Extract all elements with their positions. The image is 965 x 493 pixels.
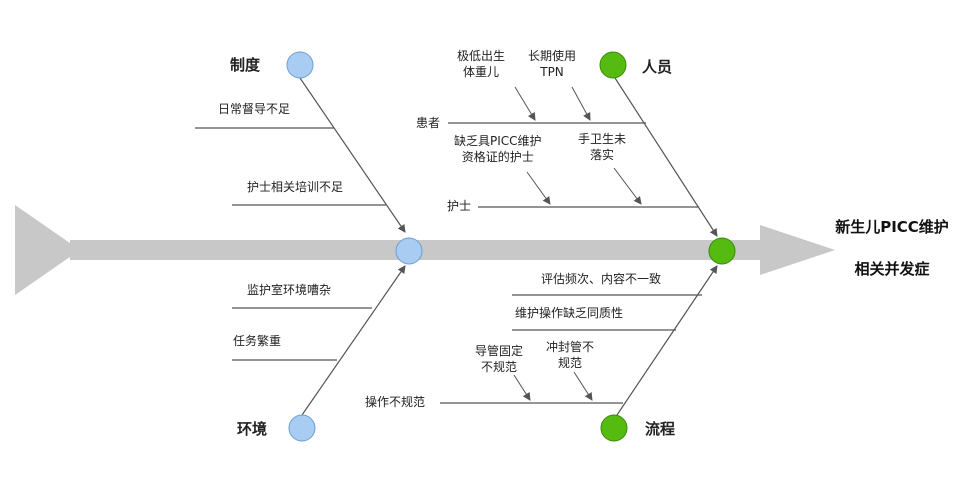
problem-title-line2: 相关并发症 xyxy=(854,260,930,278)
cause-process-2: 维护操作缺乏同质性 xyxy=(515,306,624,320)
cause-nurse-a: 缺乏具PICC维护 资格证的护士 xyxy=(454,133,542,165)
node-spine-center xyxy=(395,237,423,265)
cause-env-2: 任务繁重 xyxy=(233,334,282,348)
cause-patient-b-text: 长期使用 TPN xyxy=(528,49,577,79)
cause-env-1: 监护室环境嘈杂 xyxy=(247,283,332,297)
arrow-patient-b xyxy=(571,86,591,121)
arrow-process-op-b xyxy=(573,371,593,401)
category-process: 流程 xyxy=(645,420,676,438)
cause-patient: 患者 xyxy=(416,116,441,130)
bone-process xyxy=(616,265,718,416)
category-environment: 环境 xyxy=(237,420,268,438)
cause-process-op: 操作不规范 xyxy=(365,395,426,409)
arrow-nurse-b xyxy=(613,167,642,205)
node-people xyxy=(599,51,627,79)
cause-system-1: 日常督导不足 xyxy=(218,102,291,116)
node-spine-head xyxy=(708,237,736,265)
category-people: 人员 xyxy=(642,58,673,76)
cause-nurse-b: 手卫生未 落实 xyxy=(578,131,626,163)
spine-arrowhead xyxy=(760,225,835,275)
node-process xyxy=(600,414,628,442)
cause-process-1: 评估频次、内容不一致 xyxy=(541,272,662,286)
problem-title-line1: 新生儿PICC维护 xyxy=(835,218,949,236)
cause-process-op-a-text: 导管固定 不规范 xyxy=(475,344,524,374)
bone-environment xyxy=(301,265,406,416)
cause-patient-a: 极低出生 体重儿 xyxy=(457,48,505,80)
cause-process-op-b-text: 冲封管不 规范 xyxy=(546,340,595,370)
category-system: 制度 xyxy=(230,56,261,74)
node-environment xyxy=(288,414,316,442)
cause-patient-b: 长期使用 TPN xyxy=(528,48,576,80)
arrow-patient-a xyxy=(514,86,536,121)
arrow-nurse-a xyxy=(526,171,551,205)
cause-process-op-a: 导管固定 不规范 xyxy=(475,343,523,375)
fish-tail xyxy=(15,205,80,295)
cause-nurse-b-text: 手卫生未 落实 xyxy=(578,132,627,162)
cause-patient-a-text: 极低出生 体重儿 xyxy=(457,49,506,79)
cause-process-op-b: 冲封管不 规范 xyxy=(546,339,594,371)
bone-people xyxy=(614,77,718,237)
cause-nurse: 护士 xyxy=(447,199,472,213)
bone-system xyxy=(299,77,406,233)
arrow-process-op-a xyxy=(513,374,531,401)
cause-nurse-a-text: 缺乏具PICC维护 资格证的护士 xyxy=(454,134,542,164)
cause-system-2: 护士相关培训不足 xyxy=(247,180,344,194)
node-system xyxy=(286,51,314,79)
